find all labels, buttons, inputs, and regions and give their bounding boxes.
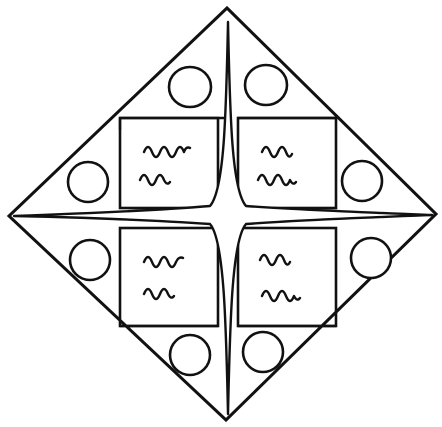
wavy-scribble-icon (140, 175, 170, 185)
circle-icon (70, 240, 110, 280)
circle-icon (351, 238, 391, 278)
panel-top-left (120, 118, 218, 208)
four-pointed-star-cross (14, 22, 432, 414)
panel-bottom-right (238, 228, 336, 326)
wavy-scribble-icon (144, 257, 183, 267)
circle-icon (170, 335, 210, 375)
wavy-scribble-icon (260, 255, 290, 265)
wavy-scribble-icon (144, 147, 190, 157)
circle-icon (245, 65, 287, 105)
wavy-scribble-icon (258, 175, 296, 185)
panel-top-right (238, 118, 336, 208)
circle-icon (169, 67, 211, 107)
wavy-scribble-icon (262, 147, 292, 157)
wavy-scribble-icon (262, 291, 300, 301)
circle-icon (68, 162, 108, 202)
circle-icon (342, 161, 382, 201)
circle-icon (243, 332, 283, 372)
wavy-scribble-icon (144, 289, 174, 299)
panel-bottom-left (120, 228, 218, 326)
